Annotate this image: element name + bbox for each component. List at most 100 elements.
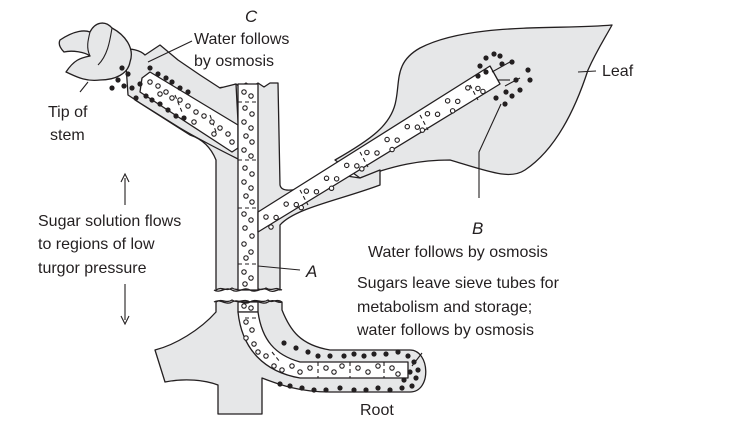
sugar-filled-dot [147, 65, 153, 71]
sugar-open-circle [283, 201, 289, 207]
sugar-open-circle [273, 214, 279, 221]
sugar-open-circle [480, 88, 486, 95]
sugar-filled-dot [277, 381, 283, 387]
sugar-filled-dot [163, 75, 169, 81]
sugar-open-circle [249, 233, 255, 239]
sugar-open-circle [364, 149, 370, 156]
label-flow-line1: Sugar solution flows [38, 213, 182, 230]
sugar-open-circle [313, 188, 320, 195]
sugar-open-circle [333, 176, 340, 182]
sugar-open-circle [307, 365, 313, 371]
sugar-filled-dot [305, 349, 311, 355]
sugar-filled-dot [115, 77, 121, 83]
sugar-open-circle [354, 163, 360, 169]
sugar-filled-dot [293, 345, 299, 351]
sugar-open-circle [251, 341, 257, 347]
sugar-open-circle [248, 93, 254, 99]
label-flow-line2: to regions of low [38, 236, 155, 253]
sugar-filled-dot [399, 385, 405, 391]
sugar-filled-dot [525, 67, 531, 73]
label-sink-line2: metabolism and storage; [357, 299, 533, 316]
sugar-filled-dot [341, 353, 347, 359]
sugar-open-circle [249, 171, 255, 177]
sugar-open-circle [404, 123, 411, 130]
sugar-open-circle [339, 363, 345, 369]
sugar-filled-dot [181, 115, 187, 121]
sugar-filled-dot [311, 387, 317, 393]
sugar-open-circle [241, 147, 247, 153]
sugar-filled-dot [375, 385, 381, 391]
sugar-filled-dot [502, 101, 508, 107]
sugar-open-circle [248, 275, 254, 281]
sugar-open-circle [444, 98, 451, 104]
sugar-open-circle [374, 150, 380, 156]
sugar-open-circle [241, 269, 247, 275]
sugar-open-circle [243, 319, 249, 325]
sugar-open-circle [298, 204, 305, 211]
sugar-filled-dot [475, 73, 481, 79]
sugar-filled-dot [299, 385, 305, 391]
arrow-up-head [120, 172, 130, 183]
sugar-open-circle [243, 255, 249, 261]
sugar-open-circle [384, 136, 390, 143]
sugar-open-circle [241, 241, 247, 247]
sugar-filled-dot [409, 383, 415, 389]
sugar-filled-dot [327, 353, 333, 359]
sugar-filled-dot [415, 367, 421, 373]
sugar-filled-dot [287, 383, 293, 389]
sugar-filled-dot [383, 351, 389, 357]
sugar-filled-dot [503, 89, 509, 95]
leader-a [257, 265, 301, 271]
sugar-open-circle [157, 91, 163, 97]
sugar-open-circle [217, 125, 223, 131]
sugar-open-circle [355, 365, 361, 371]
sugar-open-circle [201, 113, 207, 119]
sugar-open-circle [177, 97, 183, 103]
sugar-open-circle [241, 211, 247, 217]
sugar-open-circle [255, 349, 261, 355]
sugar-open-circle [229, 139, 235, 145]
sugar-filled-dot [497, 53, 503, 59]
sugar-filled-dot [363, 387, 369, 393]
sugar-filled-dot [491, 51, 497, 57]
sugar-open-circle [323, 175, 330, 182]
sugar-open-circle [249, 111, 255, 117]
sugar-open-circle [163, 89, 169, 95]
sugar-open-circle [394, 137, 400, 143]
sugar-open-circle [169, 95, 175, 101]
label-root: Root [360, 402, 394, 419]
label-a: A [306, 262, 318, 281]
sugar-open-circle [419, 127, 426, 133]
sugar-open-circle [389, 365, 395, 371]
sugar-open-circle [279, 367, 285, 373]
sugar-filled-dot [517, 87, 523, 93]
sugar-filled-dot [411, 359, 417, 365]
sugar-open-circle [297, 369, 303, 375]
label-c: C [245, 7, 258, 26]
sugar-open-circle [242, 281, 248, 287]
sugar-filled-dot [129, 85, 135, 91]
sugar-open-circle [242, 165, 248, 171]
sugar-open-circle [193, 109, 199, 115]
sugar-filled-dot [157, 101, 163, 107]
sugar-open-circle [243, 335, 249, 341]
sugar-open-circle [449, 108, 456, 114]
sugar-open-circle [241, 303, 247, 309]
sugar-open-circle [263, 353, 269, 359]
sugar-open-circle [331, 369, 337, 375]
sugar-filled-dot [143, 93, 149, 99]
sugar-filled-dot [125, 71, 131, 77]
sugar-filled-dot [371, 351, 377, 357]
sugar-open-circle [375, 363, 381, 369]
sugar-filled-dot [121, 83, 127, 89]
sugar-filled-dot [281, 340, 287, 346]
leader-b [478, 103, 502, 198]
sugar-open-circle [155, 83, 161, 89]
sugar-open-circle [248, 249, 254, 255]
arrow-down-head [120, 315, 130, 326]
sugar-open-circle [434, 111, 441, 118]
sugar-filled-dot [119, 65, 125, 71]
sugar-filled-dots [109, 51, 533, 393]
sugar-filled-dot [185, 89, 191, 95]
sugar-open-circle [211, 131, 217, 137]
